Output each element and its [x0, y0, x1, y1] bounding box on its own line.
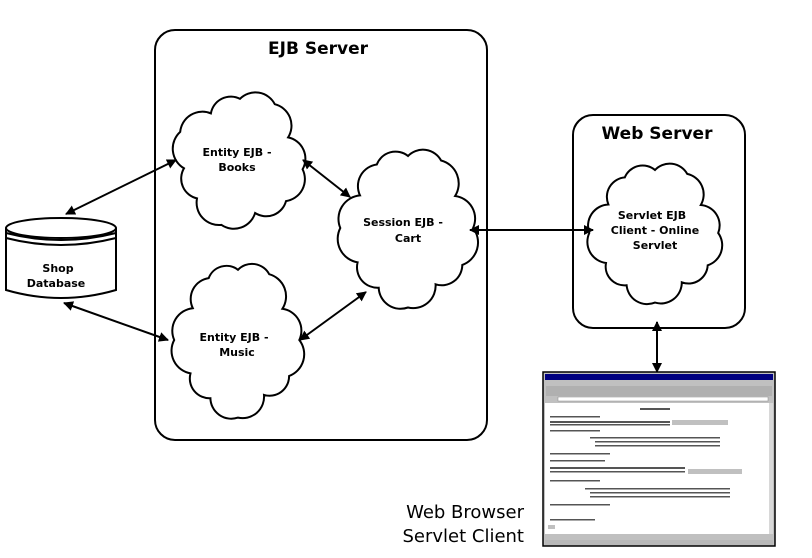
books-label-line1: Entity EJB -	[202, 146, 271, 159]
database-label-line2: Database	[27, 277, 86, 290]
web-browser-screenshot	[542, 371, 776, 547]
browser-caption-line2: Servlet Client	[402, 526, 524, 547]
cart-label-line2: Cart	[395, 232, 421, 245]
web-server-title: Web Server	[602, 124, 714, 144]
servlet-label-line3: Servlet	[633, 239, 677, 252]
music-label-line1: Entity EJB -	[199, 331, 268, 344]
arrow-db-music	[63, 301, 169, 342]
cart-label-line1: Session EJB -	[363, 216, 443, 229]
arrow-db-books	[65, 159, 177, 215]
servlet-label-line2: Client - Online	[611, 224, 699, 237]
browser-caption-line1: Web Browser	[406, 502, 525, 523]
cloud-entity-books	[171, 91, 307, 230]
music-label-line2: Music	[219, 346, 255, 359]
servlet-label-line1: Servlet EJB	[618, 209, 686, 222]
arrow-books-cart	[302, 159, 351, 198]
cloud-entity-music	[170, 262, 306, 420]
cloud-servlet-client	[586, 162, 724, 306]
arrow-music-cart	[299, 291, 367, 341]
cloud-session-cart	[336, 148, 480, 310]
database-label-line1: Shop	[42, 262, 73, 275]
shop-database: Shop Database	[5, 217, 117, 299]
ejb-server-box	[154, 29, 488, 441]
books-label-line2: Books	[218, 161, 256, 174]
ejb-server-title: EJB Server	[268, 39, 369, 59]
